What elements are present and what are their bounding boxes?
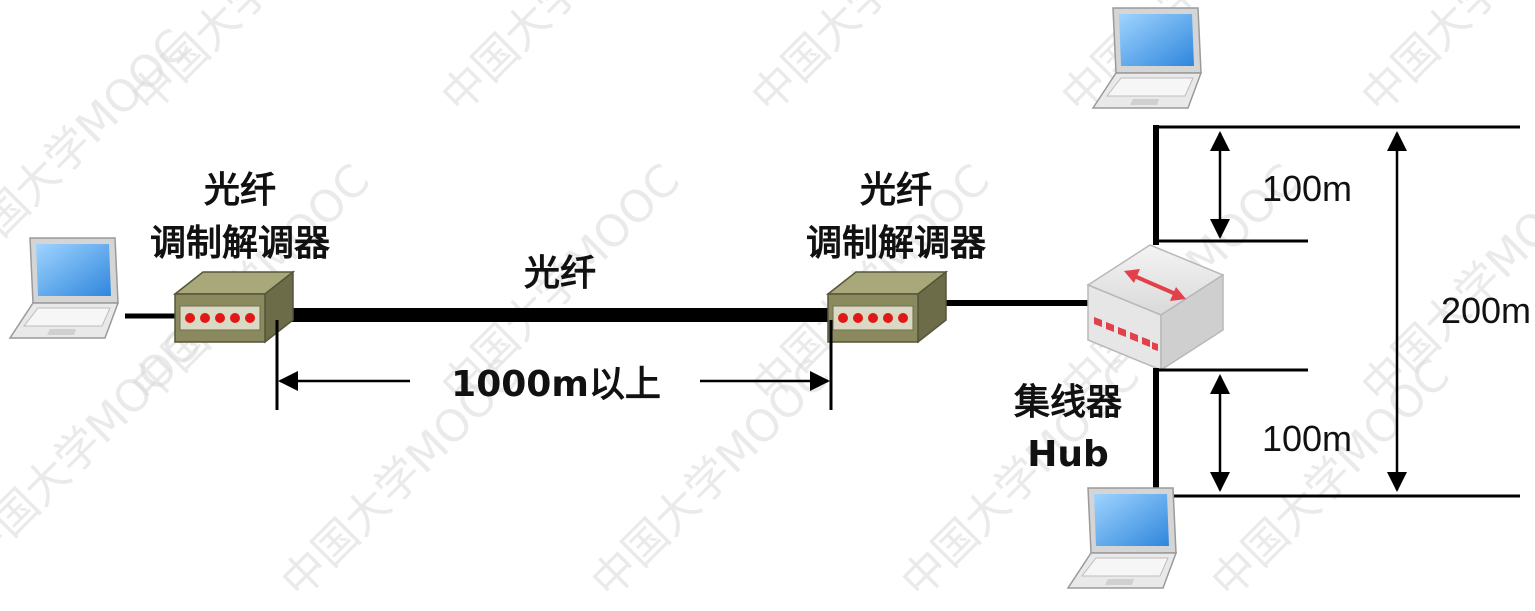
left-laptop-icon: [9, 237, 119, 339]
total-span-label: 200m: [1441, 290, 1531, 331]
top-segment-label: 100m: [1262, 168, 1352, 209]
watermark-text: 中国大学MOOC: [1352, 0, 1535, 123]
modem-led: [838, 313, 848, 323]
hub-icon: [1086, 244, 1225, 372]
right-modem-label-line1: 光纤: [860, 170, 932, 211]
right-modem-icon: [827, 271, 947, 343]
modem-led: [245, 313, 255, 323]
modem-led: [853, 313, 863, 323]
segment-dimensions: [1210, 131, 1407, 492]
left-modem-label-line1: 光纤: [204, 170, 276, 211]
hub-label-line2: Hub: [1027, 434, 1109, 475]
bottom-laptop-icon: [1067, 487, 1177, 589]
fiber-distance-label: 1000m以上: [451, 364, 661, 405]
modem-led: [898, 313, 908, 323]
watermark-text: 中国大学MOOC: [432, 0, 690, 123]
fiber-label: 光纤: [524, 253, 596, 294]
watermark-text: 中国大学MOOC: [742, 0, 1000, 123]
modem-led: [185, 313, 195, 323]
watermark-text: 中国大学MOOC: [1202, 350, 1460, 608]
left-modem-label-line2: 调制解调器: [150, 223, 331, 264]
fiber-distance-dimension: [275, 320, 833, 410]
hub-segments: [1153, 125, 1520, 498]
bidirectional-arrow-icon: [1124, 269, 1186, 301]
modem-led: [200, 313, 210, 323]
modem-led: [215, 313, 225, 323]
bottom-segment-label: 100m: [1262, 418, 1352, 459]
modem-led: [868, 313, 878, 323]
watermark-text: 中国大学MOOC: [0, 320, 210, 578]
cables: [125, 300, 1095, 322]
modem-led: [230, 313, 240, 323]
hub-label-line1: 集线器: [1013, 382, 1123, 423]
left-modem-icon: [174, 271, 294, 343]
modem-led: [883, 313, 893, 323]
right-modem-label-line2: 调制解调器: [806, 223, 987, 264]
